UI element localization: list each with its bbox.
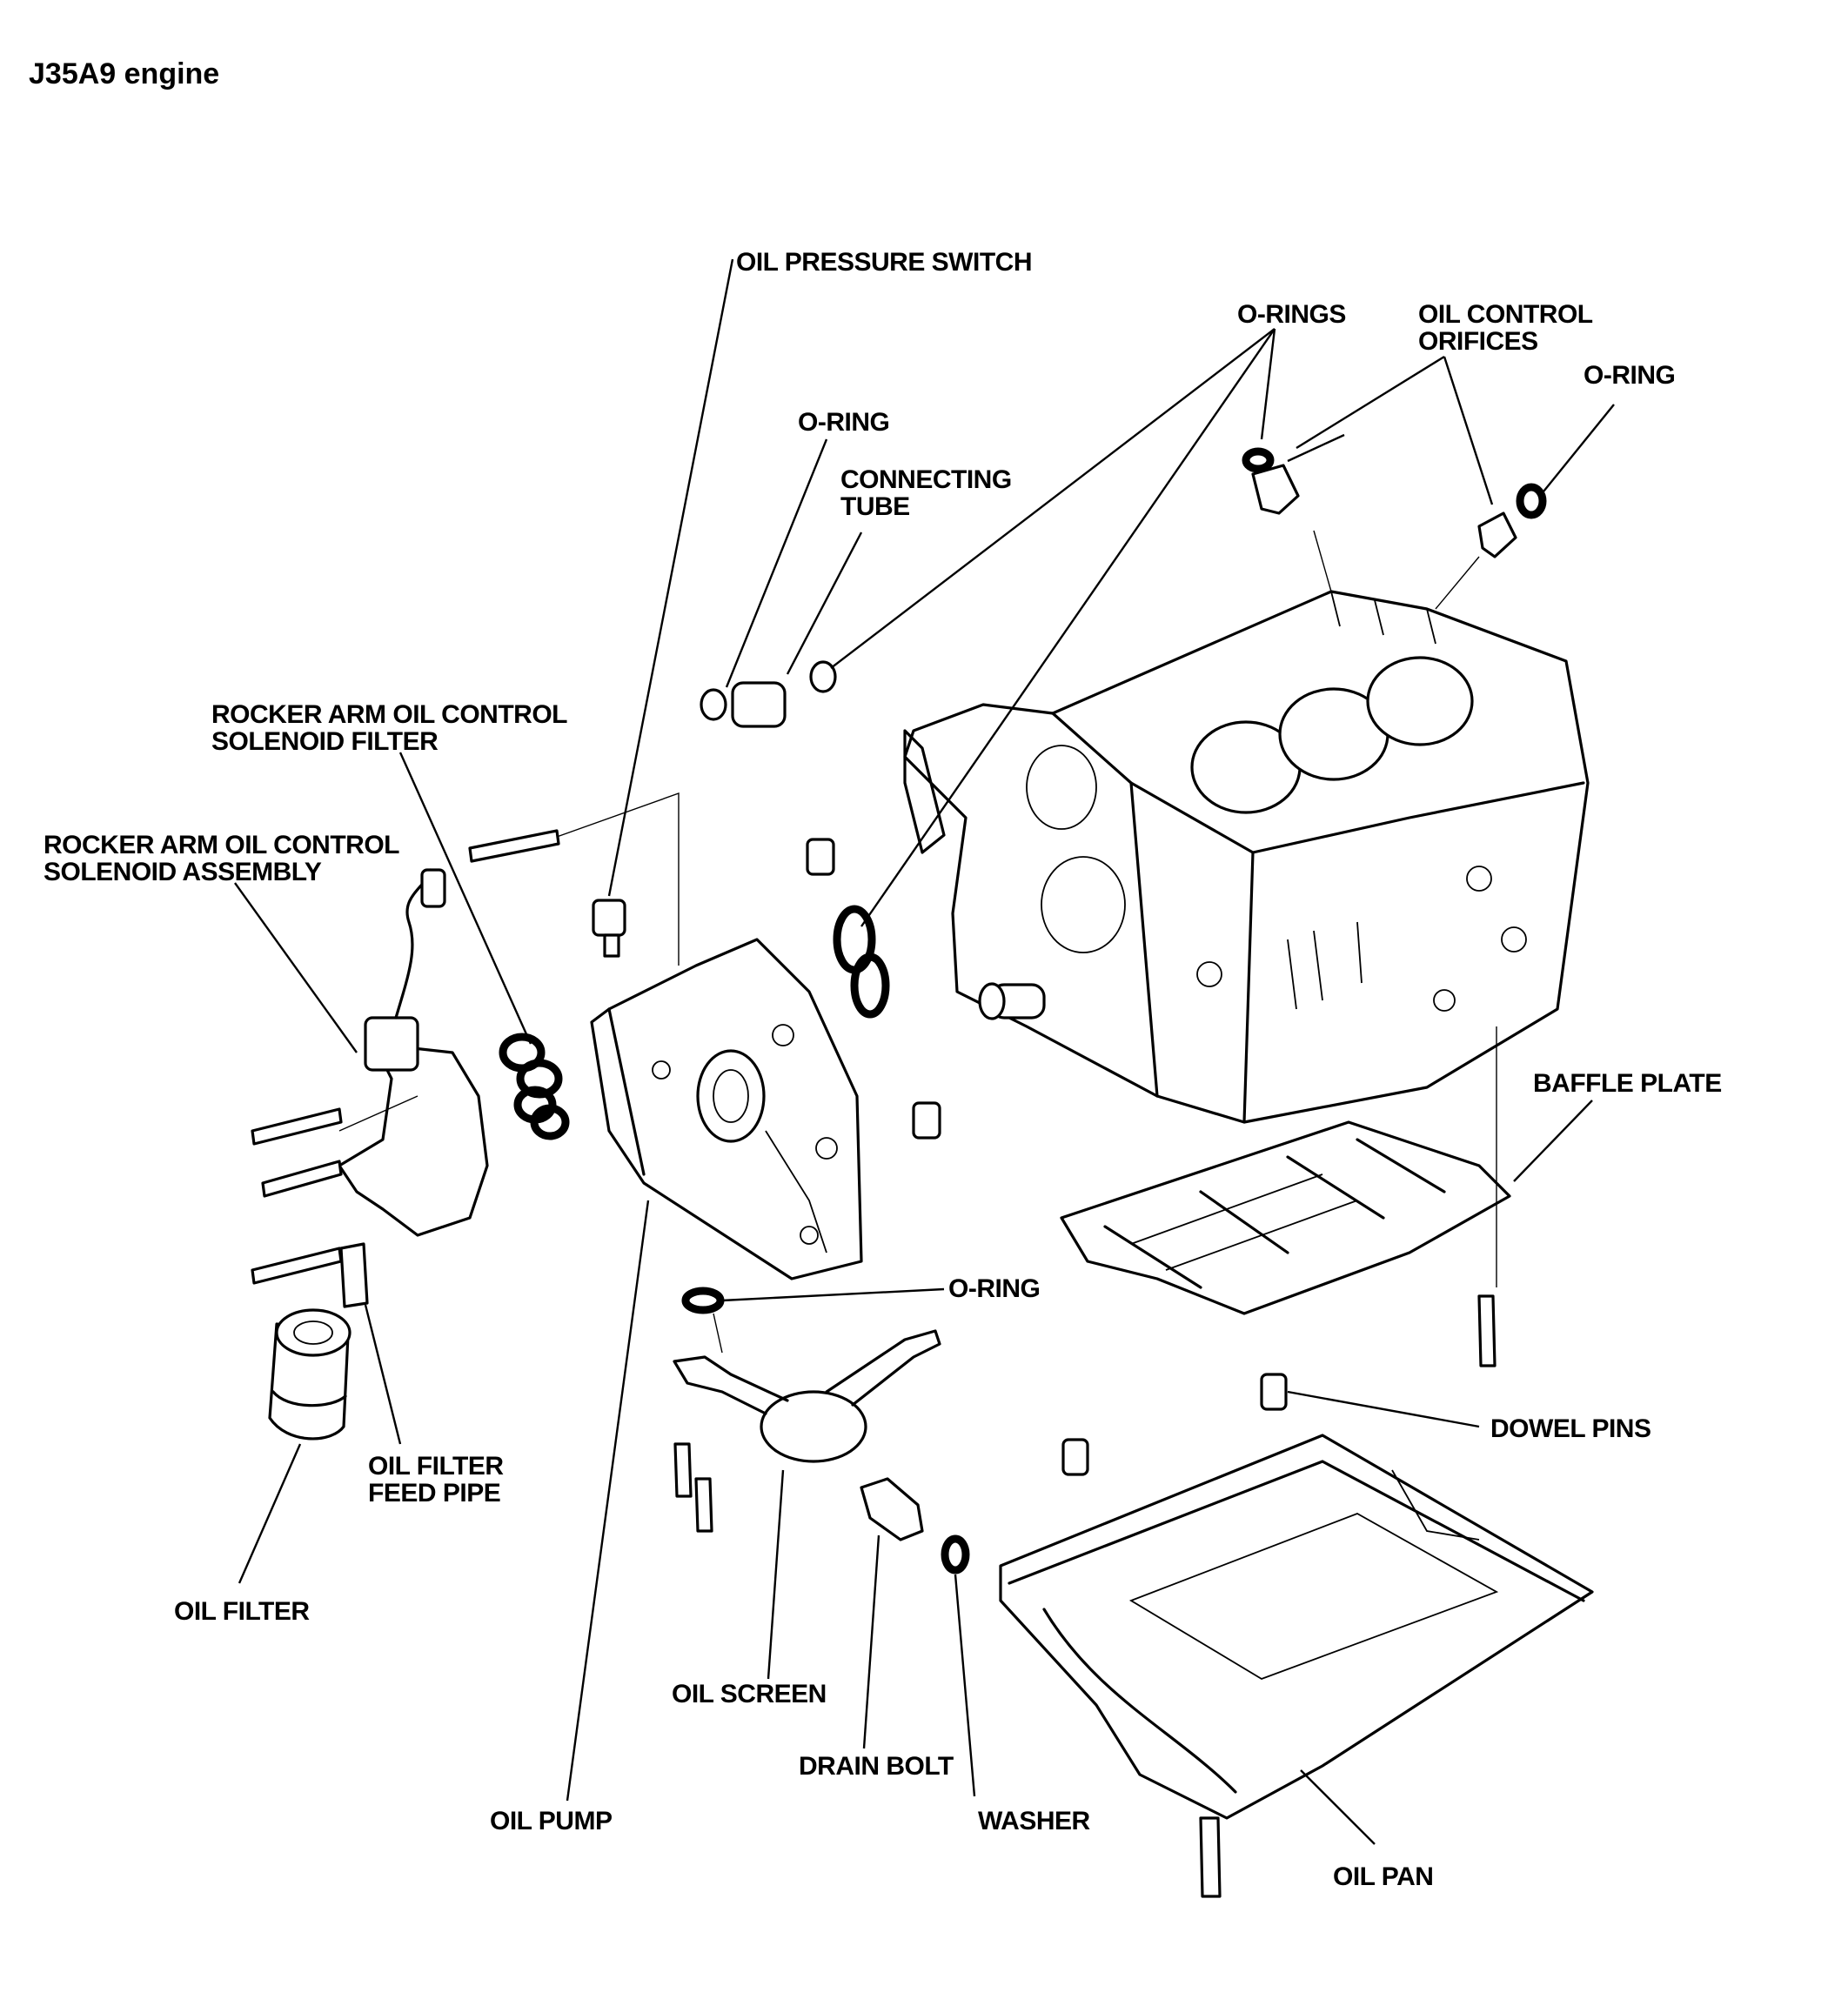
label-dowel-pins: DOWEL PINS [1490,1414,1651,1443]
label-oil-screen: OIL SCREEN [672,1680,827,1708]
oil-pan [999,1434,1594,1820]
leader-lines [234,258,1615,1845]
oil-pump [590,938,863,1280]
label-washer: WASHER [978,1807,1090,1835]
label-solenoid-filter-line2: SOLENOID FILTER [211,727,439,756]
solenoid-assembly [338,868,489,1237]
label-connecting-tube-line1: CONNECTING [840,465,1012,494]
label-drain-bolt: DRAIN BOLT [799,1752,954,1781]
label-oil-pressure-switch: OIL PRESSURE SWITCH [736,248,1032,277]
diagram-title: J35A9 engine [29,57,220,90]
engine-block [903,590,1590,1124]
label-oil-control-orifices-line2: ORIFICES [1418,327,1538,356]
label-connecting-tube: CONNECTING TUBE [840,466,1012,520]
baffle-plate [1060,1120,1511,1315]
label-solenoid-assembly: ROCKER ARM OIL CONTROL SOLENOID ASSEMBLY [44,831,400,886]
label-oil-filter: OIL FILTER [174,1597,310,1626]
small-parts [251,447,1547,1898]
label-oil-filter-feed-pipe: OIL FILTER FEED PIPE [368,1453,504,1507]
label-oil-filter-feed-pipe-line1: OIL FILTER [368,1452,504,1481]
label-oil-pump: OIL PUMP [490,1807,613,1835]
label-connecting-tube-line2: TUBE [840,492,910,521]
label-solenoid-assembly-line2: SOLENOID ASSEMBLY [44,858,322,886]
oil-screen [673,1329,941,1463]
label-oil-pan: OIL PAN [1333,1862,1434,1891]
label-o-rings: O-RINGS [1237,300,1346,329]
label-solenoid-assembly-line1: ROCKER ARM OIL CONTROL [44,831,400,859]
alignment-lines [338,530,1497,1354]
label-oil-filter-feed-pipe-line2: FEED PIPE [368,1479,501,1508]
label-o-ring-pump: O-RING [948,1274,1041,1303]
label-baffle-plate: BAFFLE PLATE [1533,1069,1722,1098]
label-solenoid-filter: ROCKER ARM OIL CONTROL SOLENOID FILTER [211,700,568,756]
oil-filter-feed-pipe [339,1242,369,1308]
label-oil-control-orifices-line1: OIL CONTROL [1418,300,1593,329]
oil-filter [268,1308,352,1441]
label-o-ring-left: O-RING [798,408,890,437]
label-oil-control-orifices: OIL CONTROL ORIFICES [1418,301,1593,355]
label-o-ring-right: O-RING [1584,361,1676,390]
label-solenoid-filter-line1: ROCKER ARM OIL CONTROL [211,700,568,729]
